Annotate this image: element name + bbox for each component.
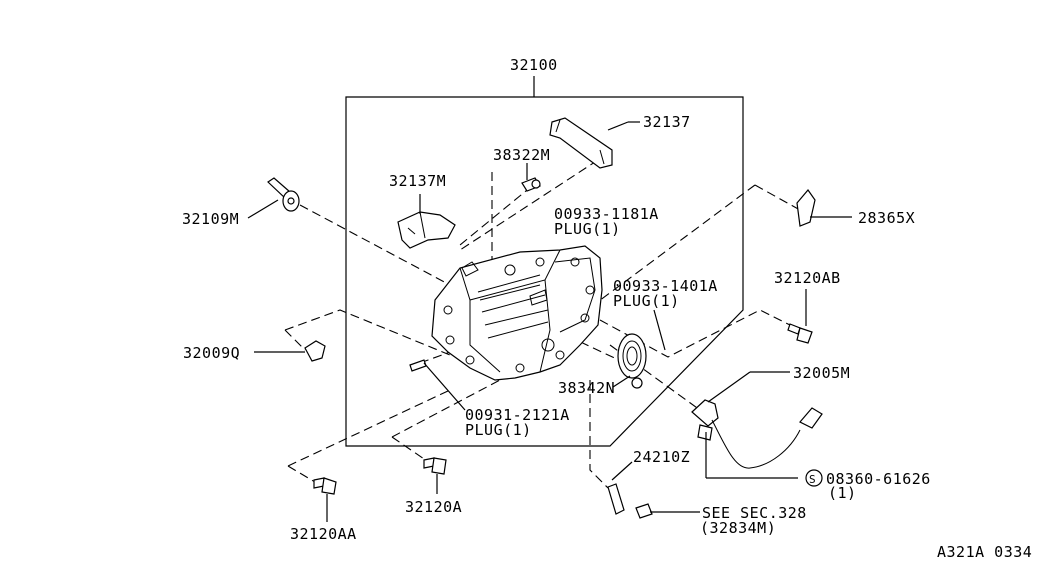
breather-38322m [521,163,541,192]
label-plug-1401: PLUG(1) [613,292,680,310]
label-32009q: 32009Q [183,344,240,362]
bolt-32120a [423,457,447,494]
assembly-frame [345,76,744,447]
label-32834m: (32834M) [700,519,776,537]
figure-reference: A321A 0334 [937,543,1032,561]
label-32100: 32100 [510,56,558,74]
label-08360-61626: 08360-61626 [826,470,931,488]
label-00931-2121a: 00931-2121A [465,406,570,424]
label-see-sec: SEE SEC.328 [702,504,807,522]
plug-1401a-leader [653,309,666,351]
bracket-32137 [549,117,640,169]
label-screw-symbol: S [809,473,816,486]
bolt-see-sec [635,503,700,519]
label-32120aa: 32120AA [290,525,357,543]
plug-2121a-part [409,359,466,411]
bracket-24210z [607,461,633,515]
label-00933-1401a: 00933-1401A [613,277,718,295]
label-32120a: 32120A [405,498,462,516]
harness-32005m [691,371,823,479]
label-00933-1181a: 00933-1181A [554,205,659,223]
carrier-housing [431,245,603,381]
label-32109m: 32109M [182,210,239,228]
bolt-32120aa [313,477,337,522]
label-32120ab: 32120AB [774,269,841,287]
clip-28365x [796,189,852,227]
oil-seal [612,333,647,388]
screw-symbol-circle [805,469,823,487]
label-38322m: 38322M [493,146,550,164]
label-32137: 32137 [643,113,691,131]
label-38342n: 38342N [558,379,615,397]
label-plug-2121: PLUG(1) [465,421,532,439]
bolt-32120ab [787,289,813,344]
label-screw-qty: (1) [828,484,857,502]
label-24210z: 24210Z [633,448,690,466]
label-plug-1181: PLUG(1) [554,220,621,238]
label-32005m: 32005M [793,364,850,382]
cap-32109m [247,177,300,219]
clip-32009q [254,340,326,362]
bracket-32137m [397,194,456,249]
plug-38342n [631,377,643,389]
label-28365x: 28365X [858,209,915,227]
label-32137m: 32137M [389,172,446,190]
